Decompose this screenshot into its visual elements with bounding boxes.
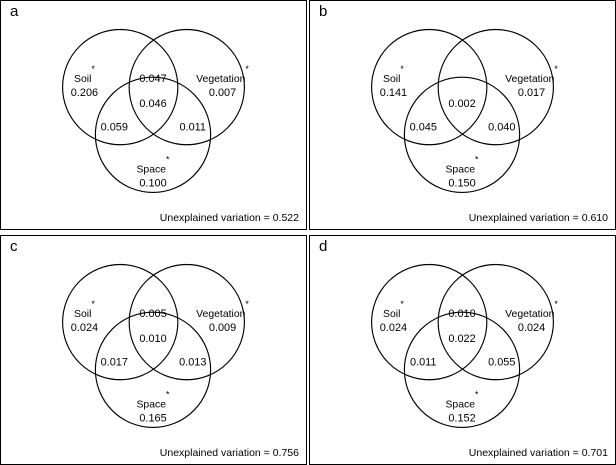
caption-unexplained-variation-c: Unexplained variation = 0.756 [159,447,299,460]
label-soil-a: Soil* [74,65,95,85]
label-soil-c: Soil* [74,300,95,320]
circle-space-a [94,76,212,194]
circle-vegetation-a [128,28,245,146]
value-soil-space-a: 0.059 [101,122,128,134]
value-space-c: 0.165 [139,412,166,424]
value-space-b: 0.150 [448,177,475,189]
panel-letter-a: a [10,3,19,20]
value-vegetation-c: 0.009 [209,322,236,334]
value-space-d: 0.152 [448,412,475,424]
panel-c: c Soil* 0.024 Vegetation* 0.009 Space* 0… [0,235,307,465]
value-soil-space-b: 0.045 [410,122,437,134]
venn-diagram-c: Soil* 0.024 Vegetation* 0.009 Space* 0.1… [1,250,306,432]
value-vegetation-space-d: 0.055 [488,357,515,369]
venn-svg-d: Soil* 0.024 Vegetation* 0.024 Space* 0.1… [371,263,558,429]
circle-soil-b [371,28,488,146]
caption-unexplained-variation-d: Unexplained variation = 0.701 [468,447,608,460]
venn-diagram-d: Soil* 0.024 Vegetation* 0.024 Space* 0.1… [310,250,615,432]
value-vegetation-space-a: 0.011 [180,122,206,134]
panel-letter-d: d [319,238,328,255]
panel-a: a Soil* 0.206 Vegetation* 0.007 Space* 0… [0,0,307,230]
circle-space-c [94,311,212,429]
value-soil-d: 0.024 [380,322,407,334]
value-soil-vegetation-d: 0.010 [448,308,475,320]
label-space-c: Space* [136,390,170,410]
label-space-d: Space* [445,390,479,410]
value-vegetation-space-b: 0.040 [488,122,515,134]
venn-svg-c: Soil* 0.024 Vegetation* 0.009 Space* 0.1… [62,263,249,429]
value-soil-b: 0.141 [380,87,407,99]
panel-d: d Soil* 0.024 Vegetation* 0.024 Space* 0… [309,235,616,465]
value-soil-space-c: 0.017 [101,357,128,369]
circle-soil-a [62,28,179,146]
value-soil-vegetation-c: 0.005 [139,308,166,320]
value-all-three-d: 0.022 [448,333,475,345]
value-soil-vegetation-a: 0.047 [139,73,166,85]
caption-unexplained-variation-b: Unexplained variation = 0.610 [468,212,608,225]
circle-vegetation-c [128,263,245,381]
label-vegetation-a: Vegetation* [196,65,249,85]
circle-space-d [403,311,521,429]
label-space-a: Space* [136,155,170,175]
label-vegetation-d: Vegetation* [505,300,558,320]
circle-vegetation-d [437,263,554,381]
venn-diagram-b: Soil* 0.141 Vegetation* 0.017 Space* 0.1… [310,15,615,197]
label-vegetation-b: Vegetation* [505,65,558,85]
label-vegetation-c: Vegetation* [196,300,249,320]
caption-unexplained-variation-a: Unexplained variation = 0.522 [159,212,299,225]
venn-svg-b: Soil* 0.141 Vegetation* 0.017 Space* 0.1… [371,28,558,194]
label-space-b: Space* [445,155,479,175]
circle-soil-d [371,263,488,381]
value-vegetation-d: 0.024 [518,322,545,334]
value-soil-space-d: 0.011 [410,357,436,369]
circle-space-b [403,76,521,194]
circle-vegetation-b [437,28,554,146]
panel-letter-c: c [10,238,18,255]
value-soil-a: 0.206 [71,87,98,99]
label-soil-d: Soil* [383,300,404,320]
value-vegetation-space-c: 0.013 [179,357,206,369]
value-space-a: 0.100 [139,177,166,189]
value-all-three-a: 0.046 [139,98,166,110]
venn-svg-a: Soil* 0.206 Vegetation* 0.007 Space* 0.1… [62,28,249,194]
value-vegetation-a: 0.007 [209,87,236,99]
value-all-three-b: 0.002 [448,98,475,110]
value-soil-c: 0.024 [71,322,98,334]
panel-letter-b: b [319,3,328,20]
panel-b: b Soil* 0.141 Vegetation* 0.017 Space* 0… [309,0,616,230]
circle-soil-c [62,263,179,381]
value-all-three-c: 0.010 [139,333,166,345]
venn-diagram-a: Soil* 0.206 Vegetation* 0.007 Space* 0.1… [1,15,306,197]
label-soil-b: Soil* [383,65,404,85]
value-vegetation-b: 0.017 [518,87,545,99]
